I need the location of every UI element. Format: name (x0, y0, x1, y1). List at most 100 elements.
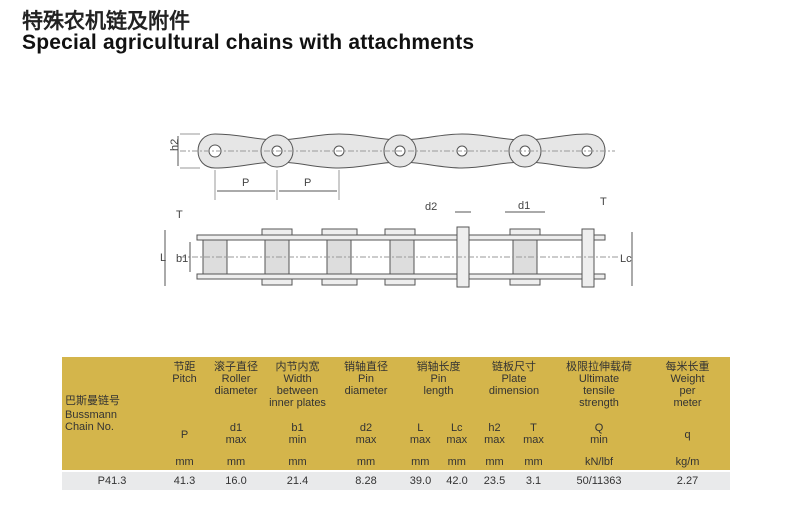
header-cn: 销轴直径 (344, 361, 388, 373)
symbol-text: Q (594, 422, 604, 434)
header-en: tensile (583, 385, 615, 397)
header-cn: 极限拉伸载荷 (566, 361, 632, 373)
header-en: length (423, 385, 454, 397)
symbol-text: max (446, 434, 468, 446)
table-cell: 21.4 (286, 475, 309, 487)
symbol-text: max (409, 434, 431, 446)
header-en: Width (283, 373, 312, 385)
label-t-left: T (176, 209, 183, 221)
header-en: diameter (344, 385, 388, 397)
chain-side-view (164, 211, 633, 288)
table-cell: 8.28 (355, 475, 377, 487)
header-en: diameter (214, 385, 258, 397)
label-h2: h2 (169, 139, 181, 151)
header-unit: mm (447, 456, 466, 468)
header-unit: mm (356, 456, 376, 468)
header-cn: 销轴长度 (416, 361, 461, 373)
header-unit: mm (485, 456, 504, 468)
table-header-bg (62, 357, 730, 470)
header-unit: mm (524, 456, 543, 468)
header-en: dimension (488, 385, 540, 397)
header-unit: mm (411, 456, 430, 468)
header-en: Plate (501, 373, 527, 385)
symbol-text: max (484, 434, 505, 446)
symbol-text: max (355, 434, 377, 446)
header-symbol: P (162, 429, 207, 441)
header-en: Pitch (172, 373, 197, 385)
label-pitch-1: P (242, 177, 249, 189)
table-cell: 3.1 (525, 475, 542, 487)
header-unit: kg/m (675, 456, 700, 468)
header-en: between (276, 385, 319, 397)
header-cn: 节距 (173, 361, 196, 373)
header-en: Pin (358, 373, 374, 385)
header-en: Weight (670, 373, 705, 385)
header-unit: mm (175, 456, 194, 468)
label-pitch-2: P (304, 177, 311, 189)
row-chain-no: P41.3 (97, 475, 127, 487)
header-en: Pin (430, 373, 447, 385)
symbol-text: min (590, 434, 608, 446)
table-cell: 23.5 (483, 475, 506, 487)
header-cn: 每米长重 (665, 361, 710, 373)
header-chain-no: 巴斯曼链号 Bussmann Chain No. (62, 395, 165, 433)
symbol-text: max (225, 434, 247, 446)
header-en: inner plates (269, 397, 326, 409)
table-cell: 50/11363 (576, 475, 622, 487)
title-chinese: 特殊农机链及附件 (22, 9, 190, 33)
chain-diagram: h2 P P T L b1 d2 d1 T Lc (160, 133, 633, 288)
symbol-text: T (530, 422, 537, 434)
title-english: Special agricultural chains with attachm… (22, 31, 475, 54)
table-cell: 39.0 (409, 475, 432, 487)
table-row-bg (62, 472, 730, 490)
label-lc: Lc (620, 253, 632, 265)
table-cell: 16.0 (225, 475, 247, 487)
symbol-text: Lc (450, 422, 463, 434)
symbol-text: b1 (291, 422, 304, 434)
chain-top-view (177, 133, 615, 200)
symbol-text: min (288, 434, 307, 446)
symbol-text: L (417, 422, 424, 434)
header-en: strength (579, 397, 619, 409)
label-d1: d1 (518, 200, 530, 212)
header-unit: mm (226, 456, 246, 468)
table-cell: 41.3 (173, 475, 196, 487)
header-cn: 内节内宽 (275, 361, 320, 373)
symbol-text: max (523, 434, 544, 446)
header-unit: mm (288, 456, 307, 468)
label-b1: b1 (176, 253, 188, 265)
symbol-text: d2 (359, 422, 373, 434)
chain-no-en1: Bussmann (65, 409, 117, 421)
header-en: per (679, 385, 696, 397)
label-t-right: T (600, 196, 607, 208)
header-en: meter (673, 397, 702, 409)
header-cn: 滚子直径 (214, 361, 258, 373)
symbol-text: d1 (229, 422, 243, 434)
label-l: L (160, 252, 166, 264)
header-unit: kN/lbf (584, 456, 614, 468)
header-symbol: q (645, 429, 730, 441)
label-d2: d2 (425, 201, 437, 213)
symbol-text: q (684, 429, 691, 441)
table-cell: 2.27 (676, 475, 699, 487)
header-en: Roller (221, 373, 251, 385)
header-en: Ultimate (578, 373, 620, 385)
chain-no-en2: Chain No. (65, 421, 114, 433)
header-cn: 链板尺寸 (492, 361, 536, 373)
